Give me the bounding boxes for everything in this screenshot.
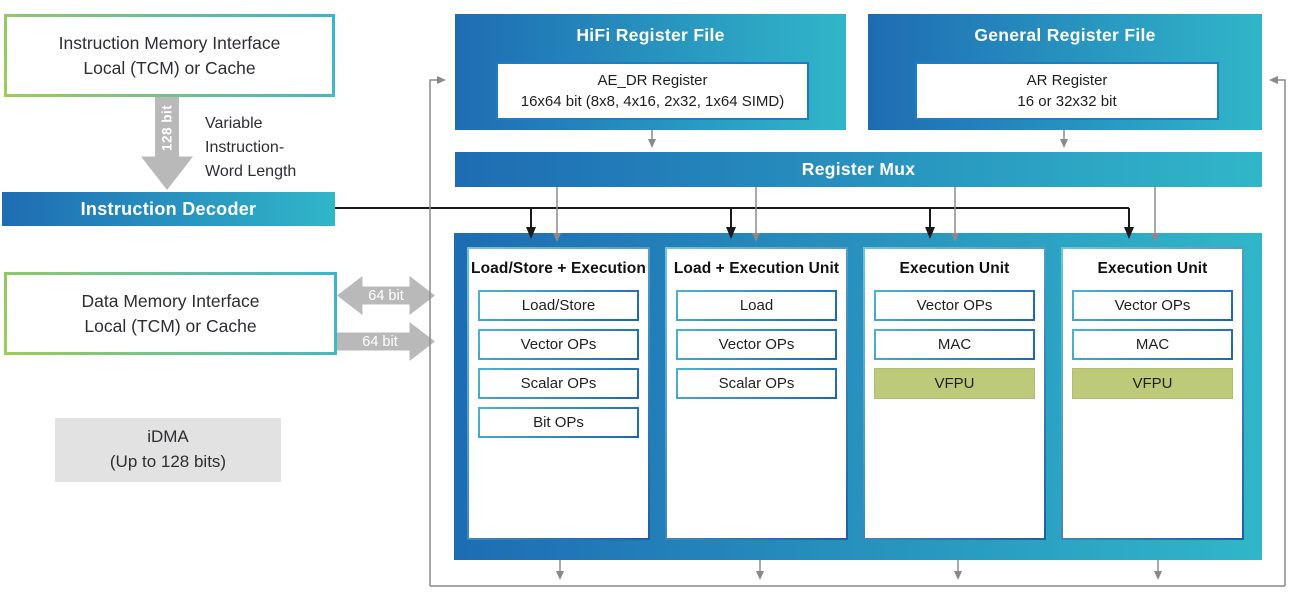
general-register-file: General Register File AR Register 16 or … — [868, 14, 1262, 130]
ae-dr-register-box: AE_DR Register 16x64 bit (8x8, 4x16, 2x3… — [496, 62, 809, 120]
note-line2: Instruction- — [205, 139, 285, 156]
hifi-register-file: HiFi Register File AE_DR Register 16x64 … — [455, 14, 846, 130]
instruction-decoder-label: Instruction Decoder — [80, 198, 257, 219]
ar-register-line2: 16 or 32x32 bit — [1017, 93, 1117, 110]
bus-64bit-bidirectional-arrow-icon: 64 bit — [337, 276, 435, 315]
bus-64bit-bottom-label: 64 bit — [362, 333, 398, 350]
block-mac: MAC — [1072, 329, 1233, 360]
block-scalar-ops: Scalar OPs — [676, 368, 837, 399]
unit4-blocks: Vector OPs MAC VFPU — [1072, 290, 1233, 407]
unit4-title: Execution Unit — [1097, 260, 1208, 277]
block-vector-ops: Vector OPs — [874, 290, 1035, 321]
block-bit-ops: Bit OPs — [478, 407, 639, 438]
block-load-store: Load/Store — [478, 290, 639, 321]
block-mac: MAC — [874, 329, 1035, 360]
instruction-memory-line1: Instruction Memory Interface — [58, 32, 281, 53]
instruction-decoder-bar: Instruction Decoder — [2, 192, 335, 226]
unit-load-execution: Load + Execution Unit Load Vector OPs Sc… — [665, 247, 848, 540]
block-vector-ops: Vector OPs — [478, 329, 639, 360]
unit-execution-2: Execution Unit Vector OPs MAC VFPU — [1061, 247, 1244, 540]
data-memory-line2: Local (TCM) or Cache — [84, 315, 257, 336]
variable-word-length-note: Variable Instruction- Word Length — [205, 112, 296, 184]
idma-box: iDMA (Up to 128 bits) — [55, 418, 281, 482]
block-scalar-ops: Scalar OPs — [478, 368, 639, 399]
unit1-title: Load/Store + Execution — [471, 260, 646, 277]
unit1-blocks: Load/Store Vector OPs Scalar OPs Bit OPs — [478, 290, 639, 446]
unit3-blocks: Vector OPs MAC VFPU — [874, 290, 1035, 407]
block-vfpu: VFPU — [1072, 368, 1233, 399]
note-line3: Word Length — [205, 163, 297, 180]
register-mux-label: Register Mux — [801, 159, 916, 179]
note-line1: Variable — [205, 115, 263, 132]
idma-line1: iDMA — [147, 427, 189, 447]
data-memory-box: Data Memory Interface Local (TCM) or Cac… — [4, 272, 337, 355]
hifi-register-file-title: HiFi Register File — [576, 25, 725, 45]
block-vector-ops: Vector OPs — [1072, 290, 1233, 321]
unit-load-store-execution: Load/Store + Execution Load/Store Vector… — [467, 247, 650, 540]
block-load: Load — [676, 290, 837, 321]
register-mux-bar: Register Mux — [455, 152, 1262, 187]
ae-dr-register-line1: AE_DR Register — [597, 72, 708, 89]
ar-register-box: AR Register 16 or 32x32 bit — [915, 62, 1219, 120]
bus-64bit-out-arrow-icon: 64 bit — [337, 322, 435, 361]
ar-register-line1: AR Register — [1026, 72, 1108, 89]
data-memory-line1: Data Memory Interface — [81, 290, 260, 311]
idma-line2: (Up to 128 bits) — [109, 452, 227, 471]
ae-dr-register-line2: 16x64 bit (8x8, 4x16, 2x32, 1x64 SIMD) — [520, 93, 785, 110]
instruction-memory-box: Instruction Memory Interface Local (TCM)… — [4, 14, 335, 97]
bus-128bit-arrow-icon: 128 bit — [141, 97, 193, 190]
block-vector-ops: Vector OPs — [676, 329, 837, 360]
block-vfpu: VFPU — [874, 368, 1035, 399]
bus-64bit-top-label: 64 bit — [368, 287, 404, 304]
unit2-blocks: Load Vector OPs Scalar OPs — [676, 290, 837, 407]
general-register-file-title: General Register File — [974, 25, 1156, 45]
decoder-output-lines — [335, 207, 1134, 239]
unit-execution-1: Execution Unit Vector OPs MAC VFPU — [863, 247, 1046, 540]
unit3-title: Execution Unit — [899, 260, 1010, 277]
instruction-memory-line2: Local (TCM) or Cache — [83, 57, 256, 78]
unit2-title: Load + Execution Unit — [673, 260, 840, 277]
bus-128bit-label: 128 bit — [159, 104, 175, 152]
